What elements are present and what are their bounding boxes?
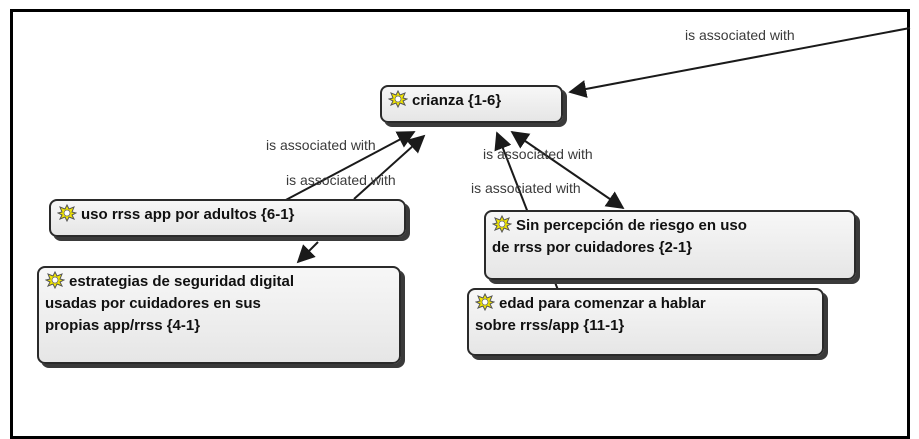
- code-sun-icon: [388, 90, 408, 108]
- node-uso-rrss[interactable]: uso rrss app por adultos {6-1}: [49, 199, 406, 237]
- edge-label-top-right: is associated with: [685, 27, 795, 43]
- edge-label-right-2: is associated with: [471, 180, 581, 196]
- edge-sin-crianza: [510, 130, 625, 210]
- node-crianza-label: crianza {1-6}: [412, 92, 502, 109]
- code-sun-icon: [45, 271, 65, 289]
- node-estrategias-label: estrategias de seguridad digital usadas …: [45, 273, 295, 334]
- code-sun-icon: [57, 204, 77, 222]
- node-sin-percepcion[interactable]: Sin percepción de riesgo en uso de rrss …: [484, 210, 856, 280]
- code-sun-icon: [492, 215, 512, 233]
- edge-top-right: [568, 27, 911, 98]
- edge-uso-crianza: [281, 131, 416, 203]
- code-sun-icon: [475, 293, 495, 311]
- node-uso-rrss-label: uso rrss app por adultos {6-1}: [81, 206, 295, 223]
- edge-uso-estrategias: [296, 241, 319, 264]
- edge-label-left-2: is associated with: [286, 172, 396, 188]
- node-sin-percepcion-label: Sin percepción de riesgo en uso de rrss …: [492, 217, 747, 256]
- edge-label-right-1: is associated with: [483, 146, 593, 162]
- edge-label-left-1: is associated with: [266, 137, 376, 153]
- node-estrategias[interactable]: estrategias de seguridad digital usadas …: [37, 266, 401, 364]
- edge-crianza-uso: [353, 134, 426, 200]
- node-edad-label: edad para comenzar a hablar sobre rrss/a…: [475, 295, 706, 334]
- node-crianza[interactable]: crianza {1-6}: [380, 85, 563, 123]
- node-edad[interactable]: edad para comenzar a hablar sobre rrss/a…: [467, 288, 824, 356]
